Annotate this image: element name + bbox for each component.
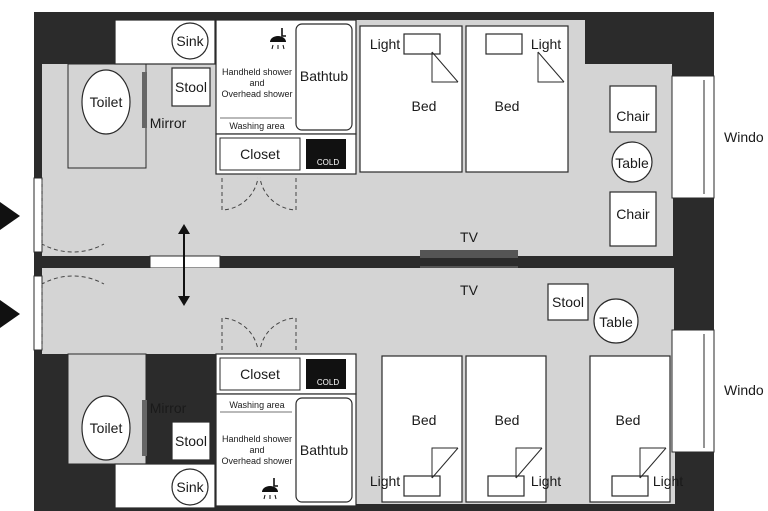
toilet-bottom [81,395,131,461]
washing-area-label: Washing area [229,121,284,131]
top-room [33,19,715,258]
fridge-icon [306,139,346,169]
tv-label: TV [460,229,479,245]
bed-label: Bed [495,98,520,114]
bed-label: Bed [616,412,641,428]
fridge-label: COLD [317,378,339,387]
chair-top-2 [609,191,657,247]
bathtub-label: Bathtub [300,68,348,84]
shower-label-3: Overhead shower [221,89,292,99]
shower-label-2: and [249,78,264,88]
stool-bottom [171,421,211,461]
toilet-label: Toilet [90,420,123,436]
shower-label-1: Handheld shower [222,67,292,77]
shower-icon [262,478,278,500]
bed-label: Bed [495,412,520,428]
sink-bottom [171,468,209,506]
shower-label-3: Overhead shower [221,456,292,466]
sink-top [171,22,209,60]
entrance-arrow-icon [0,202,20,230]
bathtub-bottom [295,397,353,503]
light-label: Light [370,36,400,52]
stool-label: Stool [175,79,207,95]
door-swing-icon [221,317,259,351]
shower-label-1: Handheld shower [222,434,292,444]
door-swing-icon [259,177,297,211]
sink-label: Sink [176,33,204,49]
stool-label: Stool [552,294,584,310]
stool-top [171,67,211,107]
closet-label: Closet [240,146,280,162]
stool-bottom-room [547,283,589,321]
stool-label: Stool [175,433,207,449]
shower-icon [270,28,286,50]
chair-label: Chair [616,206,650,222]
light-label: Light [531,473,561,489]
sink-label: Sink [176,479,204,495]
entrance-door-swing-bottom [41,275,105,348]
toilet-top [81,69,131,135]
bathtub-top [295,23,353,131]
mirror-top [142,72,147,128]
mirror-label: Mirror [150,115,187,131]
double-arrow-icon [178,224,190,306]
bathtub-label: Bathtub [300,442,348,458]
chair-label: Chair [616,108,650,124]
bed-label: Bed [412,98,437,114]
closet-bottom [219,357,301,391]
light-label: Light [531,36,561,52]
toilet-label: Toilet [90,94,123,110]
closet-top [219,137,301,171]
window-label: Windo [724,382,764,398]
entrance-arrow-icon [0,300,20,328]
door-swing-icon [221,177,259,211]
bottom-room [33,268,715,509]
entrance-door-swing-top [41,180,105,253]
chair-top-1 [609,85,657,133]
window-label: Windo [724,129,764,145]
window-bottom [671,329,715,453]
light-label: Light [653,473,683,489]
washing-area-label: Washing area [229,400,284,410]
table-label: Table [599,314,633,330]
bed-label: Bed [412,412,437,428]
table-top [611,141,653,183]
closet-label: Closet [240,366,280,382]
table-label: Table [615,155,649,171]
tv-label: TV [460,282,479,298]
table-bottom [593,298,639,344]
door-swing-icon [259,317,297,351]
mirror-bottom [142,400,147,456]
fridge-icon [306,359,346,389]
window-top [671,75,715,199]
fridge-label: COLD [317,158,339,167]
light-label: Light [370,473,400,489]
tv-top [420,250,518,258]
mirror-label: Mirror [150,400,187,416]
shower-label-2: and [249,445,264,455]
